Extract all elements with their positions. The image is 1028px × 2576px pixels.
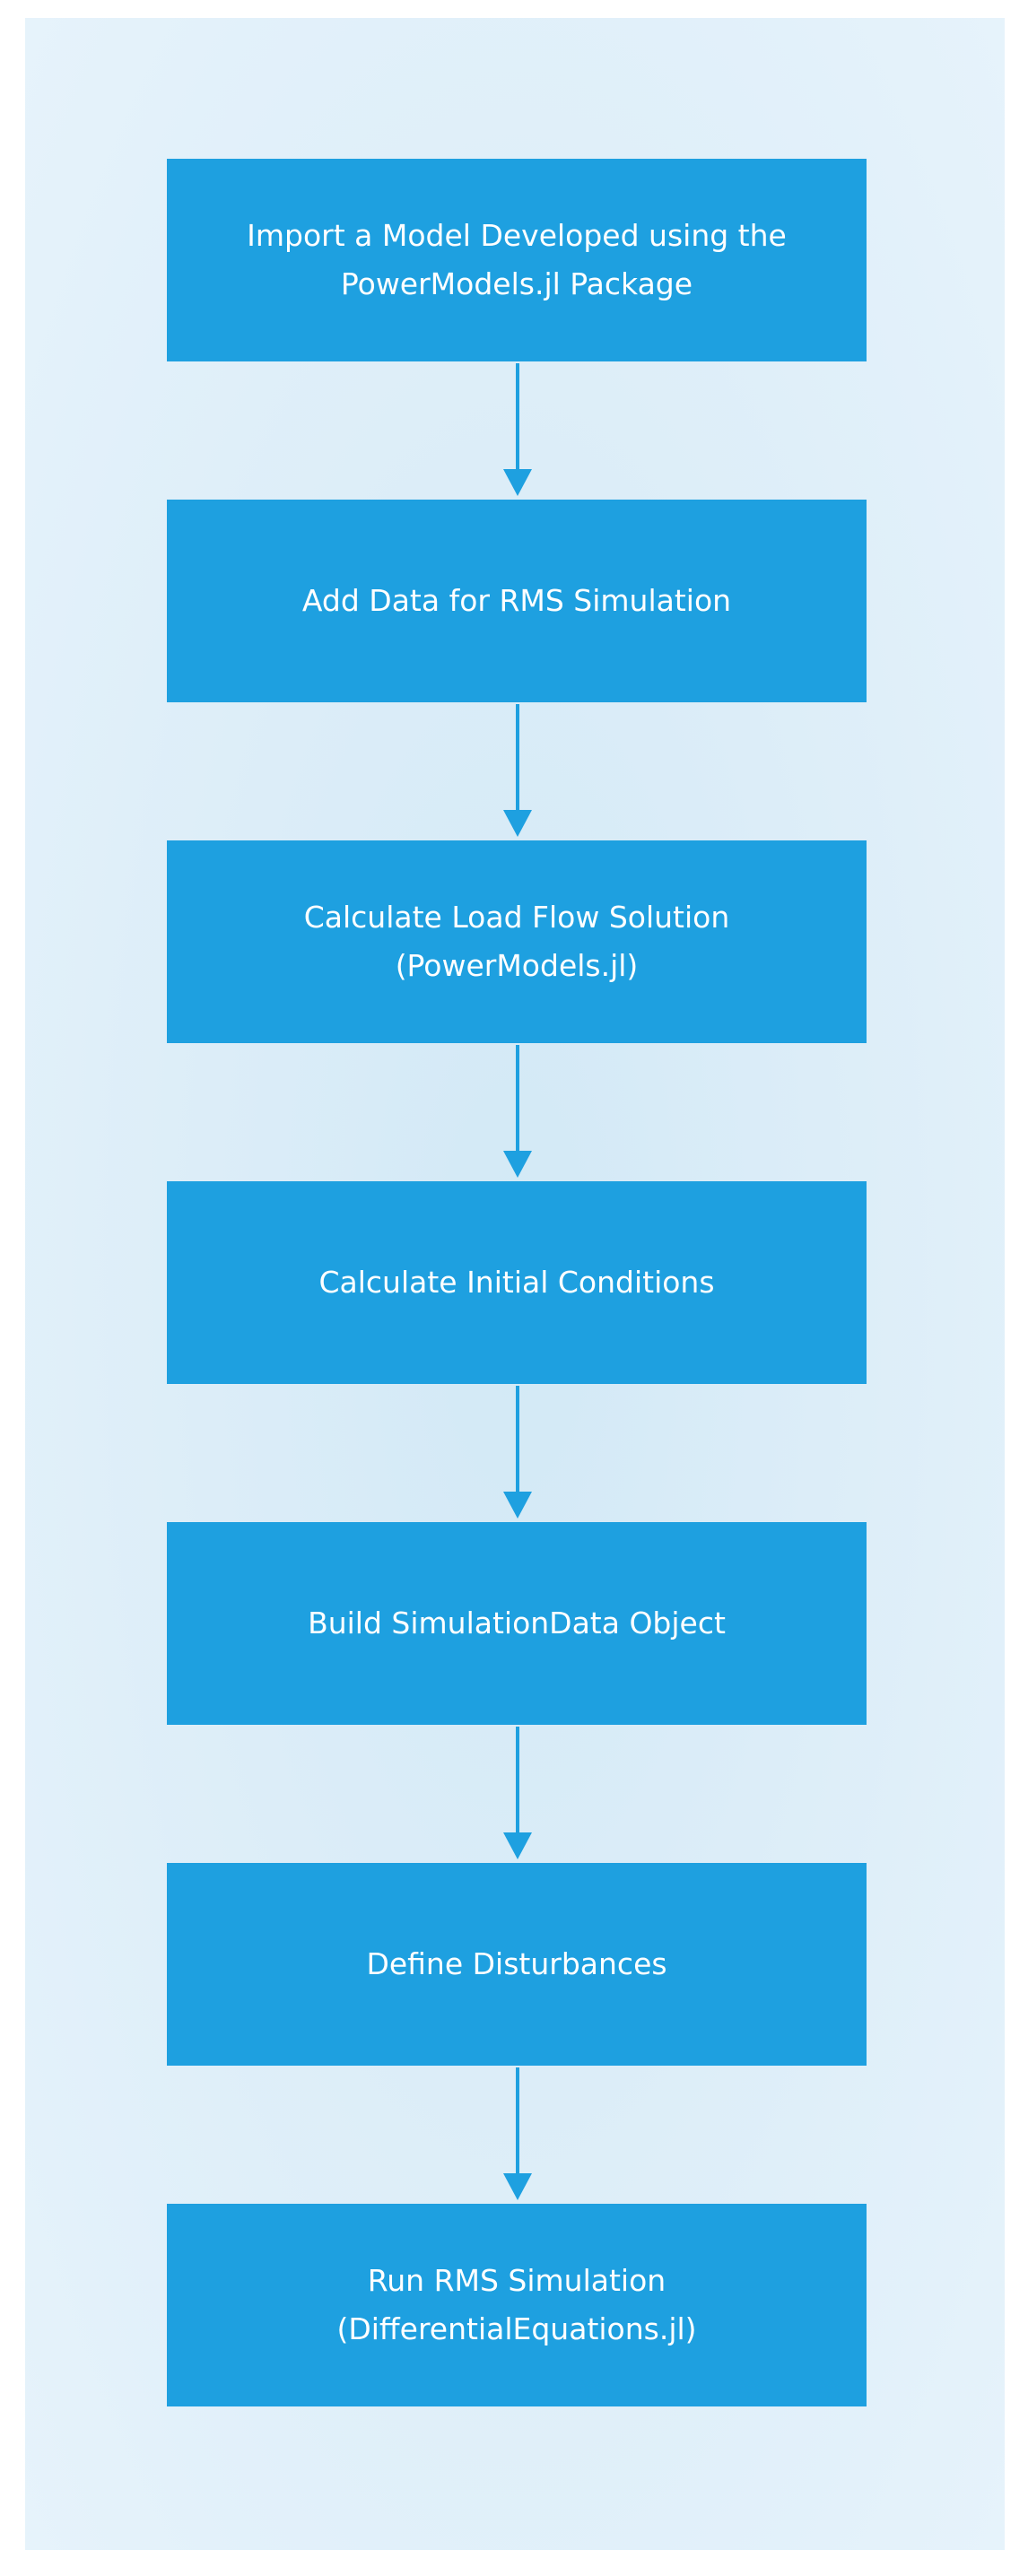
step-run-rms-simulation-label: Run RMS Simulation (DifferentialEquation…	[336, 2257, 696, 2354]
step-define-disturbances-line-1: Define Disturbances	[366, 1946, 667, 1981]
step-run-rms-simulation: Run RMS Simulation (DifferentialEquation…	[167, 2204, 867, 2406]
arrow-1-2	[503, 363, 532, 496]
step-add-data-label: Add Data for RMS Simulation	[302, 577, 731, 625]
arrow-4-5	[503, 1386, 532, 1519]
arrow-6-7	[503, 2067, 532, 2200]
step-initial-conditions-label: Calculate Initial Conditions	[318, 1258, 714, 1307]
step-run-rms-simulation-line-1: Run RMS Simulation	[367, 2263, 666, 2298]
arrow-5-6	[503, 1727, 532, 1859]
step-initial-conditions-line-1: Calculate Initial Conditions	[318, 1265, 715, 1300]
step-initial-conditions: Calculate Initial Conditions	[167, 1181, 867, 1384]
step-run-rms-simulation-line-2: (DifferentialEquations.jl)	[336, 2311, 697, 2346]
step-load-flow: Calculate Load Flow Solution (PowerModel…	[167, 840, 867, 1043]
arrow-2-3	[503, 704, 532, 837]
step-define-disturbances-label: Define Disturbances	[366, 1940, 666, 1989]
arrow-3-4	[503, 1045, 532, 1178]
step-load-flow-line-1: Calculate Load Flow Solution	[303, 900, 730, 935]
step-add-data: Add Data for RMS Simulation	[167, 500, 867, 702]
step-import-model-line-1: Import a Model Developed using the	[247, 218, 787, 253]
step-import-model: Import a Model Developed using the Power…	[167, 159, 867, 361]
step-build-simulation-data-line-1: Build SimulationData Object	[308, 1606, 726, 1640]
step-add-data-line-1: Add Data for RMS Simulation	[301, 583, 732, 618]
step-load-flow-label: Calculate Load Flow Solution (PowerModel…	[304, 893, 730, 990]
step-build-simulation-data-label: Build SimulationData Object	[308, 1599, 726, 1648]
step-build-simulation-data: Build SimulationData Object	[167, 1522, 867, 1725]
step-import-model-line-2: PowerModels.jl Package	[340, 266, 693, 301]
step-define-disturbances: Define Disturbances	[167, 1863, 867, 2066]
step-import-model-label: Import a Model Developed using the Power…	[247, 212, 787, 309]
step-load-flow-line-2: (PowerModels.jl)	[395, 948, 639, 983]
